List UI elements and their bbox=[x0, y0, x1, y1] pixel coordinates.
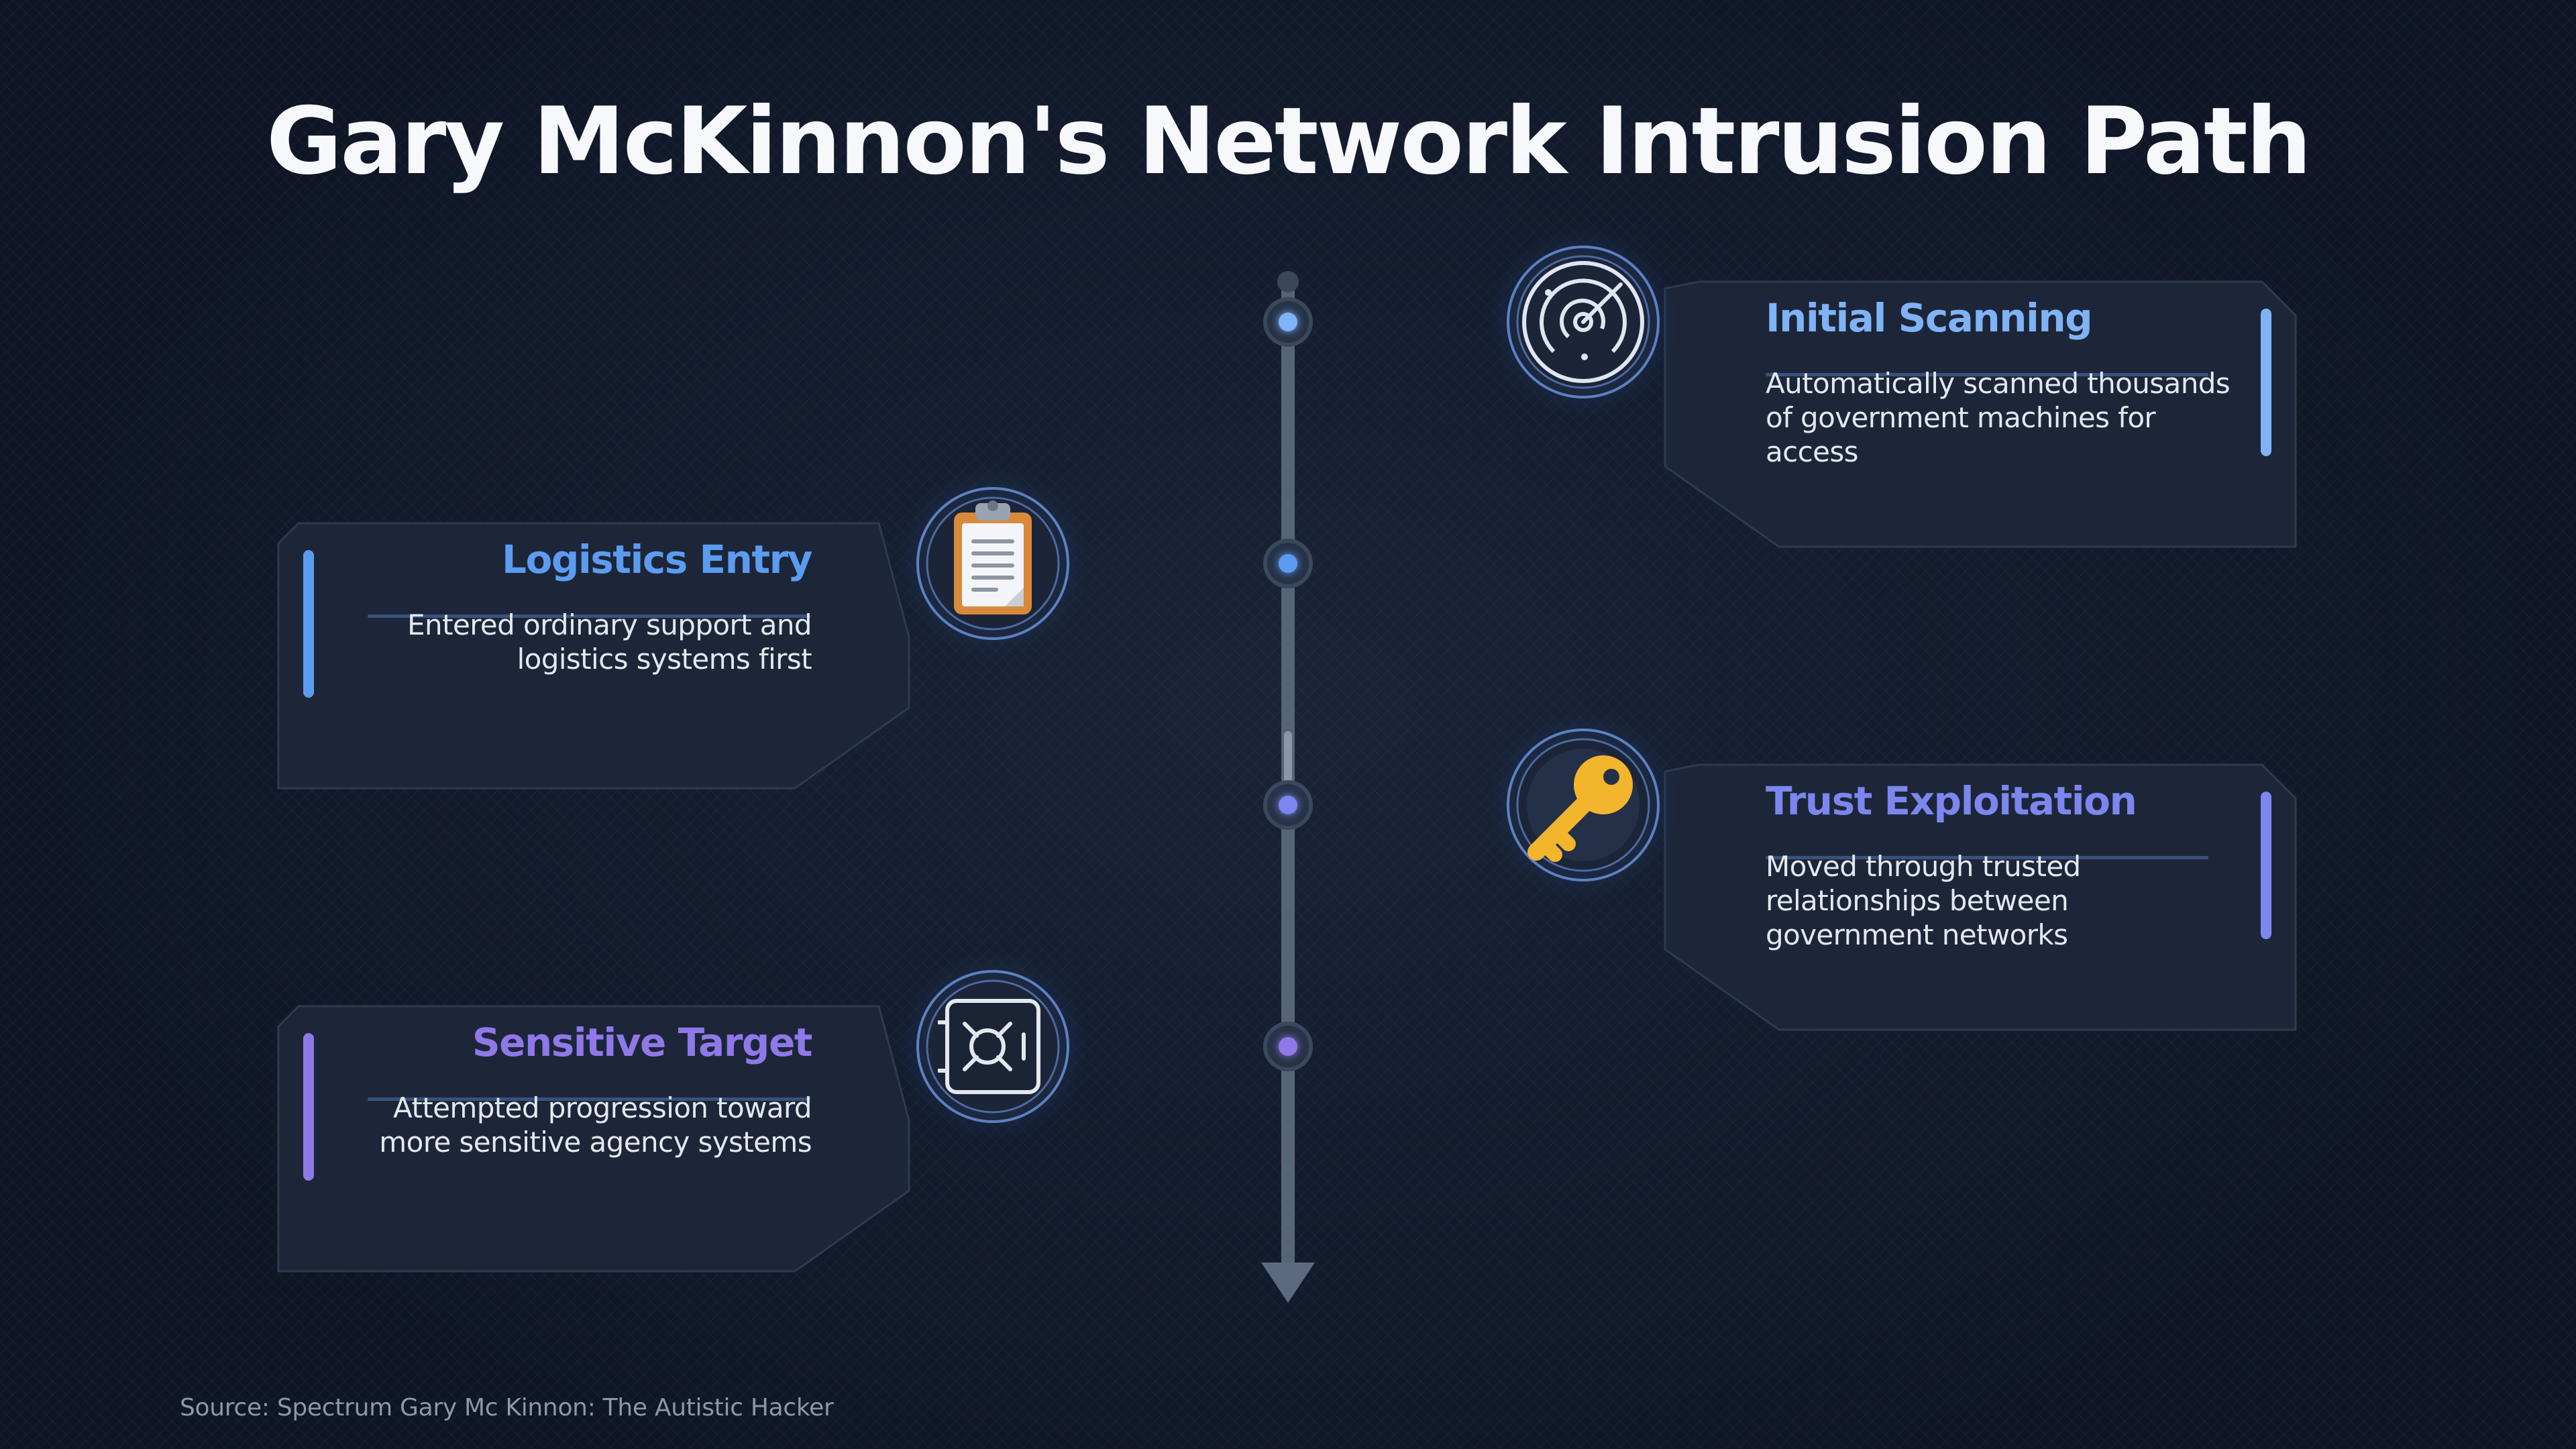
steps-layer bbox=[277, 225, 2297, 1273]
heading-underline bbox=[1766, 856, 2208, 859]
heading-underline bbox=[1766, 373, 2208, 376]
card-accent-bar bbox=[303, 1033, 314, 1181]
step-card bbox=[1664, 280, 2297, 548]
step-card bbox=[277, 1005, 910, 1273]
radar-icon bbox=[1486, 225, 1680, 419]
step-heading: Logistics Entry bbox=[502, 537, 812, 582]
page-title: Gary McKinnon's Network Intrusion Path bbox=[266, 87, 2312, 195]
description-line: Entered ordinary support and bbox=[407, 608, 812, 641]
safe-icon bbox=[896, 949, 1090, 1144]
spine-start-cap bbox=[1277, 271, 1299, 292]
step-card bbox=[277, 522, 910, 790]
step-heading: Initial Scanning bbox=[1766, 295, 2093, 341]
clipboard-icon bbox=[896, 466, 1090, 661]
step-4 bbox=[277, 949, 1313, 1273]
step-1 bbox=[1263, 225, 2297, 548]
card-accent-bar bbox=[303, 550, 314, 698]
description-line: Attempted progression toward bbox=[393, 1091, 812, 1124]
description-line: Automatically scanned thousands bbox=[1766, 367, 2231, 400]
card-accent-bar bbox=[2261, 792, 2271, 939]
step-3 bbox=[1263, 708, 2297, 1031]
step-card bbox=[1664, 763, 2297, 1031]
step-heading: Sensitive Target bbox=[472, 1020, 813, 1065]
key-icon bbox=[1486, 708, 1680, 902]
description-line: Moved through trusted bbox=[1766, 850, 2081, 883]
description-line: of government machines for access bbox=[1766, 401, 2156, 468]
description-line: government networks bbox=[1766, 918, 2068, 951]
spine-mid-arrow-shaft bbox=[1284, 731, 1292, 792]
heading-underline bbox=[368, 614, 810, 618]
description-line: more sensitive agency systems bbox=[379, 1126, 812, 1159]
description-line: logistics systems first bbox=[517, 643, 812, 676]
heading-underline bbox=[368, 1097, 810, 1101]
source-note: Source: Spectrum Gary Mc Kinnon: The Aut… bbox=[180, 1394, 834, 1421]
spine-end-arrow bbox=[1261, 1263, 1315, 1303]
step-heading: Trust Exploitation bbox=[1766, 778, 2137, 824]
description-line: relationships between bbox=[1766, 884, 2069, 917]
card-accent-bar bbox=[2261, 309, 2271, 456]
step-2 bbox=[277, 466, 1313, 790]
